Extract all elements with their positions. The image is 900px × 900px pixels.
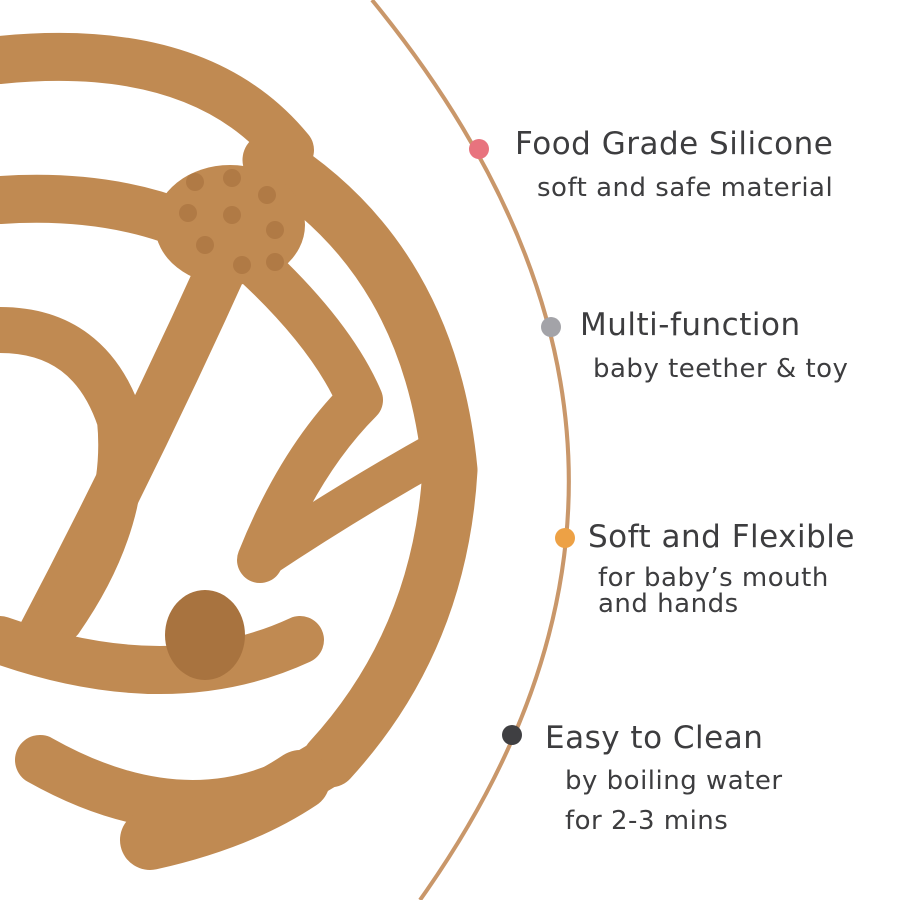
feature-title: Easy to Clean	[545, 720, 764, 756]
feature-subtitle: soft and safe material	[537, 173, 834, 203]
feature-title: Food Grade Silicone	[515, 126, 834, 162]
massage-bumps	[179, 169, 284, 274]
bullet-dot-icon	[541, 317, 561, 337]
bullet-dot-icon	[502, 725, 522, 745]
feature-subtitle: by boiling water	[565, 766, 783, 796]
timeline-arc	[370, 0, 571, 900]
silicone-teether-ball	[0, 32, 478, 870]
feature-title: Soft and Flexible	[588, 519, 855, 555]
bullet-dot-icon	[555, 528, 575, 548]
feature-subtitle: for 2-3 mins	[565, 806, 729, 836]
feature-subtitle: baby teether & toy	[593, 354, 849, 384]
feature-subtitle: and hands	[598, 589, 739, 619]
bullet-dot-icon	[469, 139, 489, 159]
feature-subtitle: for baby’s mouth	[598, 563, 829, 593]
feature-title: Multi-function	[580, 307, 801, 343]
inner-hub	[165, 590, 245, 680]
